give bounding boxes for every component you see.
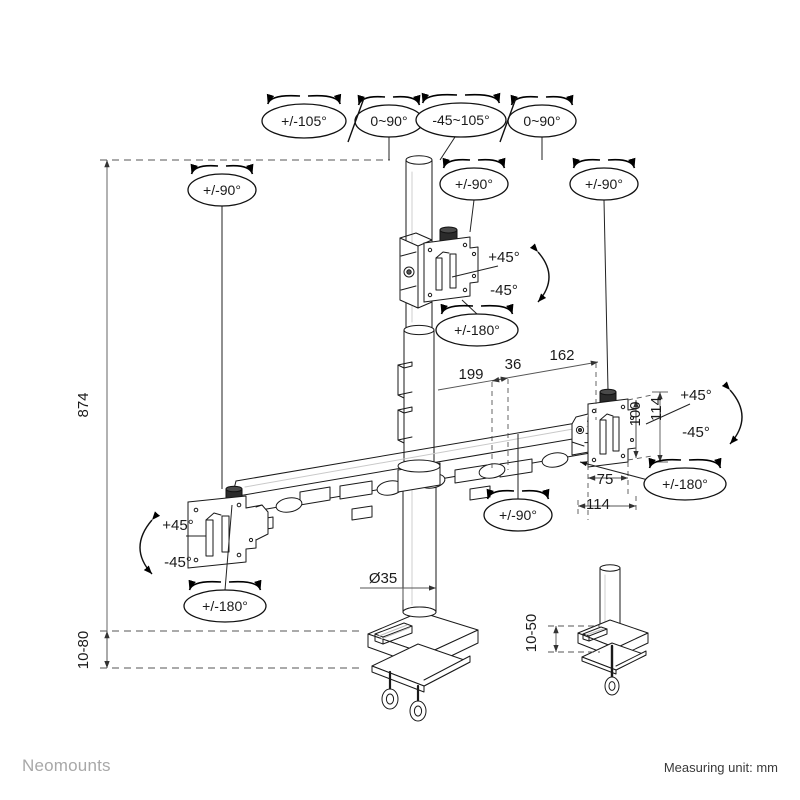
callout-label: +/-90° — [455, 176, 493, 192]
tilt-label-top-monitor-tilt-plus: +45° — [488, 249, 519, 266]
top-vesa-plate — [423, 236, 479, 303]
tilt-label-right-monitor-tilt-minus: -45° — [682, 424, 710, 441]
angle-callout-left-monitor-swivel: +/-180° — [183, 579, 267, 623]
callout-label: +/-180° — [202, 598, 248, 614]
center-pole — [397, 155, 437, 618]
callout-label: -45~105° — [432, 112, 489, 128]
callout-label: 0~90° — [523, 113, 560, 129]
angle-callout-arm-swivel-0-90-left: 0~90° — [354, 94, 424, 138]
dim-10-50 — [548, 625, 600, 653]
clamp-detail-inset — [577, 564, 649, 696]
dim-label-vesa-2: 75 — [597, 471, 614, 488]
dim-label-clamp-detail-range: 10-50 — [523, 614, 540, 652]
callout-separator — [499, 97, 517, 143]
dim-vesa-vertical — [627, 391, 668, 463]
tilt-label-right-monitor-tilt-plus: +45° — [680, 387, 711, 404]
angle-callout-left-monitor-rotate: +/-90° — [187, 163, 257, 207]
angle-callout-arm-swivel-0-90-right: 0~90° — [507, 94, 577, 138]
dim-vesa-horizontal — [577, 462, 637, 520]
dim-label-vesa-0: 100 — [627, 401, 644, 426]
top-monitor-bracket — [399, 226, 479, 309]
dim-label-total-height: 874 — [75, 392, 92, 417]
callout-label: +/-90° — [203, 182, 241, 198]
callout-label: +/-90° — [499, 507, 537, 523]
dim-label-clamp-range: 10-80 — [75, 631, 92, 669]
dim-arm-chain — [437, 360, 599, 470]
angle-callouts: +/-105° 0~90° -45~105° 0~90° +/-90° +/-90° +/-… — [183, 92, 727, 623]
left-monitor-head — [187, 485, 269, 569]
brand-logo: Neomounts — [22, 756, 111, 775]
pole-cable-clip-upper — [397, 361, 413, 399]
dim-label-vesa-1: 114 — [648, 397, 665, 421]
callout-label: +/-105° — [281, 113, 327, 129]
dim-label-arm-2: 162 — [549, 347, 574, 364]
dim-pole-diameter — [360, 585, 436, 600]
tilt-label-left-monitor-tilt-minus: -45° — [164, 554, 192, 571]
callout-label: +/-180° — [454, 322, 500, 338]
tilt-label-top-monitor-tilt-minus: -45° — [490, 282, 518, 299]
pole-cable-clip-lower — [397, 406, 413, 444]
dim-10-80 — [100, 630, 360, 668]
dim-label-arm-0: 199 — [458, 366, 483, 383]
dimension-annotations — [100, 159, 668, 669]
angle-callout-arm-tilt-45-105: -45~105° — [415, 92, 507, 138]
angle-callout-top-monitor-rotate: +/-90° — [439, 157, 509, 201]
dim-label-pole-diameter: Ø35 — [369, 570, 397, 587]
callout-label: +/-90° — [585, 176, 623, 192]
tilt-arc-indicators — [139, 243, 743, 575]
dim-label-vesa-3: 114 — [586, 496, 610, 513]
right-monitor-head — [571, 388, 637, 468]
angle-callout-top-monitor-swivel: +/-180° — [435, 303, 519, 347]
angle-callout-pole-tilt-105: +/-105° — [261, 93, 347, 139]
angle-callout-crossbar-rotate: +/-90° — [483, 488, 553, 532]
dim-874 — [100, 159, 390, 669]
mount-structure — [187, 155, 649, 722]
callout-leader-lines — [186, 136, 691, 591]
angle-callout-right-monitor-rotate: +/-90° — [569, 157, 639, 201]
desk-clamp-base — [367, 606, 479, 722]
dim-label-arm-1: 36 — [505, 356, 522, 373]
measuring-unit-note: Measuring unit: mm — [663, 760, 778, 775]
tilt-label-left-monitor-tilt-plus: +45° — [162, 517, 193, 534]
callout-label: 0~90° — [370, 113, 407, 129]
angle-callout-right-monitor-swivel: +/-180° — [643, 457, 727, 501]
callout-separator — [347, 97, 365, 143]
callout-label: +/-180° — [662, 476, 708, 492]
